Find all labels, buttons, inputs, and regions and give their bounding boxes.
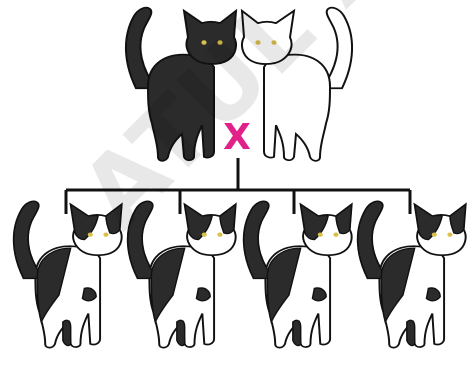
black-patch (63, 320, 71, 345)
cat-eye (88, 232, 93, 236)
cat-eye (432, 232, 437, 236)
black-patch (106, 204, 122, 233)
parent-black-cat (126, 8, 236, 161)
black-cat-icon (126, 8, 236, 161)
black-patch (407, 320, 415, 345)
black-patch (196, 288, 210, 301)
cat-eye (202, 232, 207, 236)
cat-eye (447, 232, 452, 236)
black-patch (336, 204, 352, 233)
cat-eye (255, 40, 260, 45)
cat-eye (217, 232, 222, 236)
black-patch (293, 320, 301, 345)
white-cat-icon (242, 8, 352, 161)
black-patch (312, 288, 326, 301)
black-patch (426, 288, 440, 301)
black-patch (177, 320, 185, 345)
family-tree-lines (66, 158, 410, 214)
cat-eye (217, 40, 222, 45)
cat-eye (271, 40, 276, 45)
parent-white-cat (242, 8, 352, 161)
offspring-cat (14, 201, 122, 347)
black-patch (450, 204, 466, 233)
offspring-cat (358, 201, 466, 347)
cat-eye (318, 232, 323, 236)
cat-eye (103, 232, 108, 236)
cat-eye (201, 40, 206, 45)
offspring-cat (244, 201, 352, 347)
black-patch (82, 288, 96, 301)
offspring-cat (128, 201, 236, 347)
black-patch (220, 204, 236, 233)
cross-symbol: X (222, 118, 252, 158)
cat-eye (333, 232, 338, 236)
